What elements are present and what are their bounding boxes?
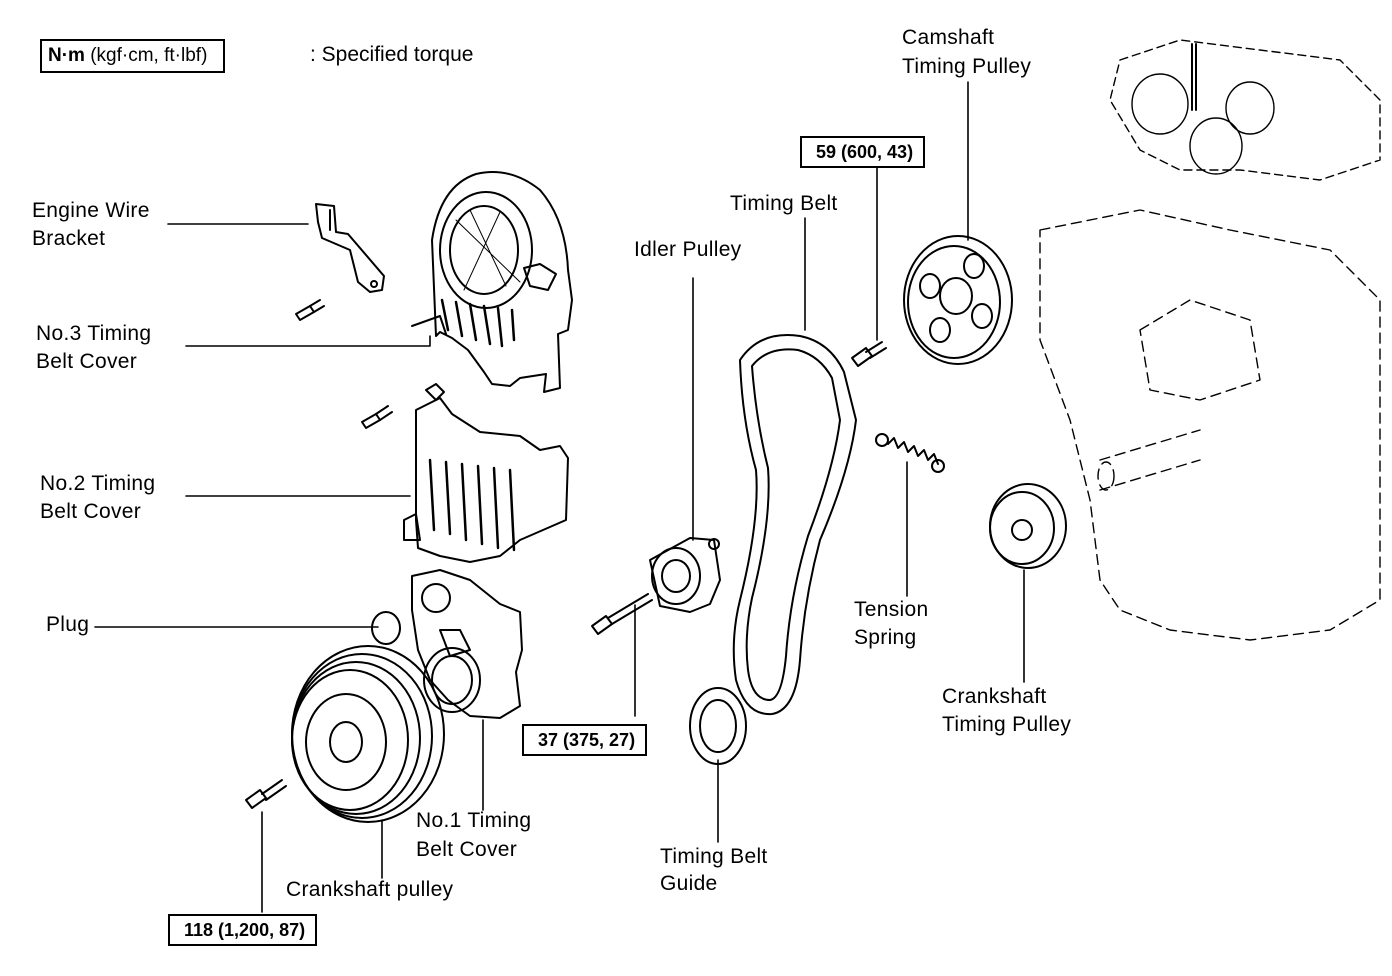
- timing-belt-drawing: [732, 334, 857, 716]
- idler-pulley-drawing: [649, 537, 721, 613]
- tension-spring-drawing: [875, 433, 945, 473]
- leader-lines: [94, 81, 1025, 913]
- crank-bolt: [245, 779, 287, 809]
- legend-unit-main: N·m: [48, 45, 85, 66]
- label-camshaft-pulley-1: Camshaft: [902, 26, 995, 49]
- label-crankshaft-pulley: Crankshaft pulley: [286, 878, 454, 901]
- bolt-b: [361, 405, 393, 429]
- label-crankshaft-timing-pulley-2: Timing Pulley: [942, 713, 1072, 736]
- label-timing-belt-guide-1: Timing Belt: [660, 845, 768, 868]
- idler-bolt: [591, 593, 653, 635]
- label-no2-cover-2: Belt Cover: [40, 500, 142, 523]
- torque-idler-bolt: 37 (375, 27): [522, 724, 648, 756]
- label-tension-spring-2: Spring: [854, 626, 917, 649]
- no3-cover-outline: [411, 171, 573, 393]
- label-engine-wire-bracket-1: Engine Wire: [32, 199, 150, 222]
- timing-belt-guide-drawing: [689, 687, 747, 765]
- label-no1-cover-2: Belt Cover: [416, 838, 518, 861]
- label-no3-cover-2: Belt Cover: [36, 350, 138, 373]
- crankshaft-pulley-drawing: [291, 645, 445, 823]
- camshaft-pulley-drawing: [903, 235, 1013, 365]
- cam-bolt: [851, 341, 887, 367]
- engine-block-drawing: [1039, 209, 1381, 641]
- label-no2-cover-1: No.2 Timing: [40, 472, 156, 495]
- label-tension-spring-1: Tension: [854, 598, 929, 621]
- label-plug: Plug: [46, 613, 90, 636]
- label-engine-wire-bracket-2: Bracket: [32, 227, 106, 250]
- label-timing-belt: Timing Belt: [730, 192, 838, 215]
- torque-crankshaft-bolt: 118 (1,200, 87): [168, 914, 318, 946]
- label-camshaft-pulley-2: Timing Pulley: [902, 55, 1032, 78]
- bolt-a: [295, 299, 325, 321]
- plug: [371, 611, 401, 645]
- torque-camshaft-bolt: 59 (600, 43): [800, 136, 926, 168]
- engine-wire-bracket: [315, 203, 385, 293]
- torque-legend-box: N·m (kgf·cm, ft·lbf): [40, 39, 226, 73]
- label-no3-cover-1: No.3 Timing: [36, 322, 152, 345]
- no2-cover-outline: [403, 383, 569, 563]
- label-crankshaft-timing-pulley-1: Crankshaft: [942, 685, 1047, 708]
- legend-description: : Specified torque: [310, 43, 474, 66]
- inset-detail-drawing: [1109, 39, 1381, 181]
- crankshaft-timing-pulley-drawing: [989, 483, 1067, 569]
- legend-unit-alt: (kgf·cm, ft·lbf): [90, 45, 208, 66]
- no1-cover-outline: [411, 569, 523, 719]
- label-timing-belt-guide-2: Guide: [660, 872, 718, 895]
- label-no1-cover-1: No.1 Timing: [416, 809, 532, 832]
- label-idler-pulley: Idler Pulley: [634, 238, 742, 261]
